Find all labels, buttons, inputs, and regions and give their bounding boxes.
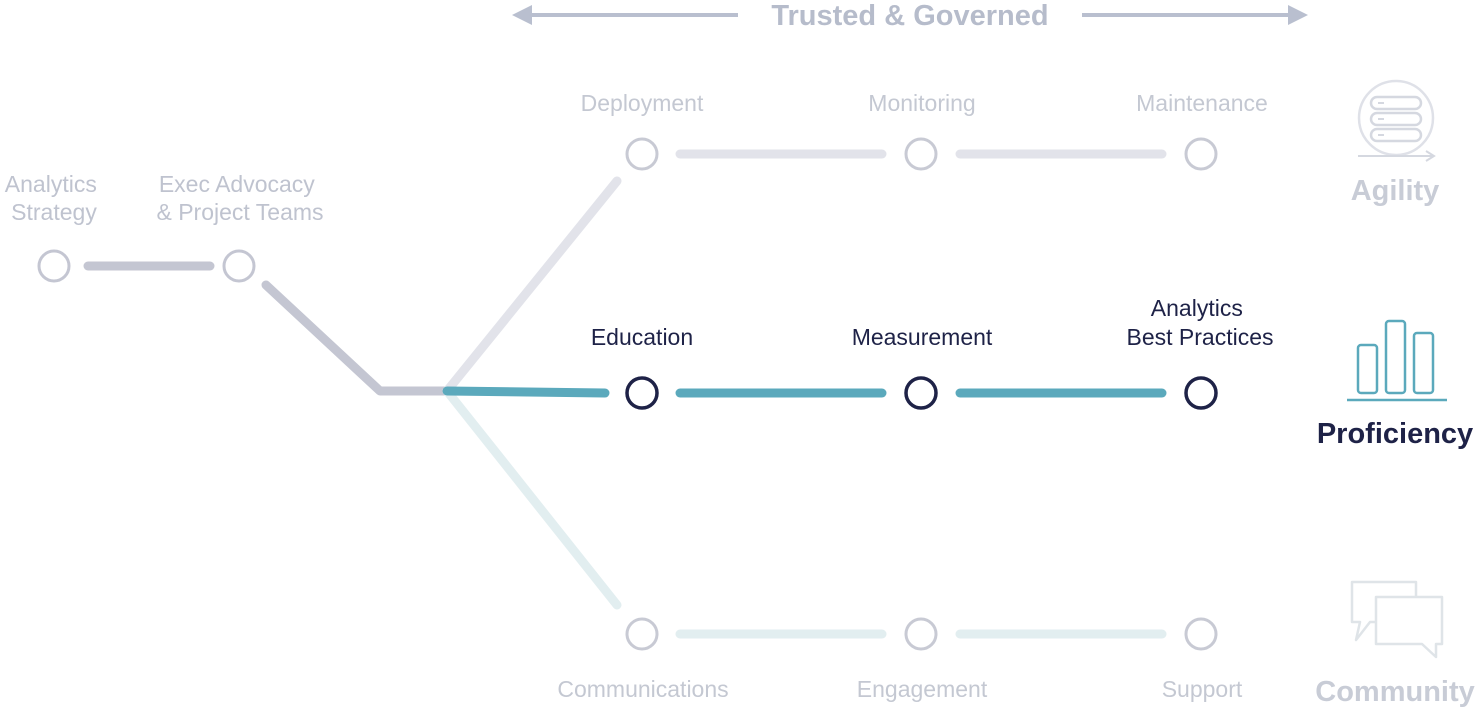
node-engagement xyxy=(904,617,938,651)
community-nodes: Communications Engagement Support xyxy=(557,617,1243,702)
trunk-segment-diagonal xyxy=(261,280,451,396)
track-lines xyxy=(675,149,1167,639)
node-label: Deployment xyxy=(581,90,704,116)
node-label: Analytics Strategy xyxy=(5,171,103,225)
node-education xyxy=(625,376,659,410)
track-title-proficiency: Proficiency xyxy=(1317,418,1473,450)
node-maintenance xyxy=(1184,137,1218,171)
node-exec-advocacy xyxy=(222,249,256,283)
node-analytics-best-practices xyxy=(1184,376,1218,410)
node-measurement xyxy=(904,376,938,410)
bar-chart-icon xyxy=(1347,319,1447,402)
header-arrow-left-head xyxy=(512,5,532,25)
header-label: Trusted & Governed xyxy=(771,0,1048,32)
node-deployment xyxy=(625,137,659,171)
chat-bubbles-icon xyxy=(1350,580,1444,659)
node-communications xyxy=(625,617,659,651)
node-label: Measurement xyxy=(852,324,993,350)
node-label: Engagement xyxy=(857,676,988,702)
node-support xyxy=(1184,617,1218,651)
proficiency-nodes: Education Measurement Analytics Best Pra… xyxy=(591,295,1274,410)
node-label: Maintenance xyxy=(1136,90,1268,116)
header-arrow-right-head xyxy=(1288,5,1308,25)
branch-to-community xyxy=(442,386,622,610)
agility-nodes: Deployment Monitoring Maintenance xyxy=(581,90,1268,171)
track-title-agility: Agility xyxy=(1351,175,1440,207)
node-label: Monitoring xyxy=(868,90,975,116)
branch-to-proficiency xyxy=(442,386,610,398)
node-monitoring xyxy=(904,137,938,171)
branches xyxy=(442,176,622,610)
node-analytics-strategy xyxy=(37,249,71,283)
node-label: Support xyxy=(1162,676,1243,702)
origin-trunk xyxy=(83,261,451,396)
header-arrow: Trusted & Governed xyxy=(512,0,1308,32)
node-label: Analytics Best Practices xyxy=(1127,295,1274,350)
node-label: Exec Advocacy & Project Teams xyxy=(156,171,323,225)
branch-to-agility xyxy=(442,176,622,396)
database-icon xyxy=(1357,79,1436,162)
origin-nodes: Analytics Strategy Exec Advocacy & Proje… xyxy=(5,171,324,283)
node-label: Education xyxy=(591,324,693,350)
track-title-community: Community xyxy=(1315,676,1475,708)
node-label: Communications xyxy=(557,676,728,702)
